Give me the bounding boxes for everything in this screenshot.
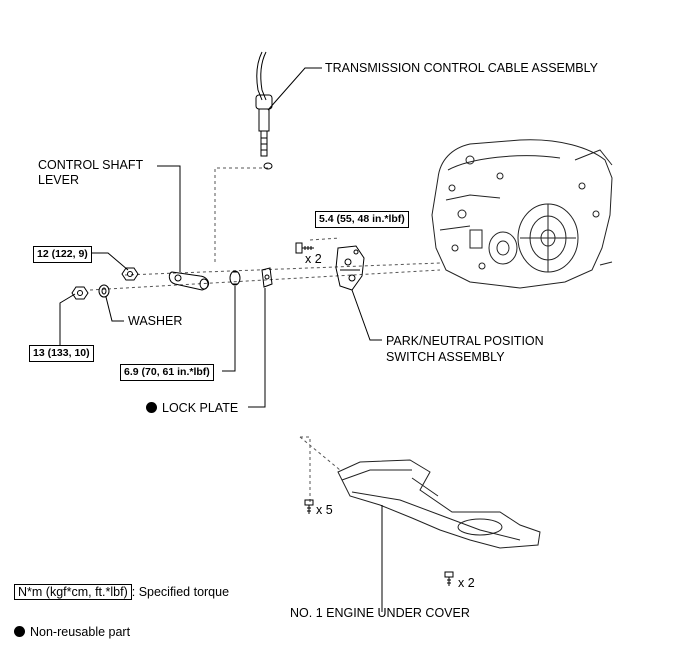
assembly-dashed-lines <box>89 167 441 502</box>
torque-shaft-nut: 13 (133, 10) <box>29 345 94 362</box>
lever-label-line2: LEVER <box>38 173 79 187</box>
lock-nut-drawing <box>229 270 241 286</box>
torque-switch-bolt: 5.4 (55, 48 in.*lbf) <box>315 211 409 228</box>
legend-torque-desc: : Specified torque <box>131 585 230 599</box>
lever-nut-drawing <box>121 267 139 281</box>
under-cover-label: NO. 1 ENGINE UNDER COVER <box>290 606 470 620</box>
cable-label: TRANSMISSION CONTROL CABLE ASSEMBLY <box>325 61 598 75</box>
cover-bolt-right-drawing <box>444 571 454 586</box>
torque-lock-nut: 6.9 (70, 61 in.*lbf) <box>120 364 214 381</box>
switch-bolt-drawing <box>295 242 314 254</box>
washer-label: WASHER <box>128 314 183 328</box>
transmission-control-cable-drawing <box>255 51 273 170</box>
nonreusable-dot-icon <box>146 402 157 413</box>
lever-label-line1: CONTROL SHAFT <box>38 158 144 172</box>
leader-lines <box>59 67 383 612</box>
transaxle-drawing <box>431 139 613 289</box>
lock-plate-drawing <box>261 267 273 288</box>
legend-nonreusable-text: Non-reusable part <box>30 625 131 639</box>
shaft-nut-drawing <box>71 286 89 300</box>
washer-drawing <box>98 284 110 298</box>
legend-nonreusable: Non-reusable part <box>14 625 130 640</box>
count-cover-bolts-left: x 5 <box>316 503 333 517</box>
legend-dot-icon <box>14 626 25 637</box>
engine-under-cover-drawing <box>337 459 541 549</box>
count-switch-bolts: x 2 <box>305 252 322 266</box>
legend-torque-box: N*m (kgf*cm, ft.*lbf) <box>14 584 132 600</box>
control-shaft-lever-drawing <box>168 271 209 291</box>
legend-torque: N*m (kgf*cm, ft.*lbf): Specified torque <box>14 584 230 600</box>
count-cover-bolts-right: x 2 <box>458 576 475 590</box>
switch-label-line2: SWITCH ASSEMBLY <box>386 350 505 364</box>
park-neutral-switch-drawing <box>335 245 365 291</box>
lock-plate-text: LOCK PLATE <box>162 401 239 415</box>
cover-bolt-left-drawing <box>304 499 314 514</box>
switch-label-line1: PARK/NEUTRAL POSITION <box>386 334 544 348</box>
lock-plate-label: LOCK PLATE <box>146 401 238 416</box>
torque-lever-nut: 12 (122, 9) <box>33 246 92 263</box>
